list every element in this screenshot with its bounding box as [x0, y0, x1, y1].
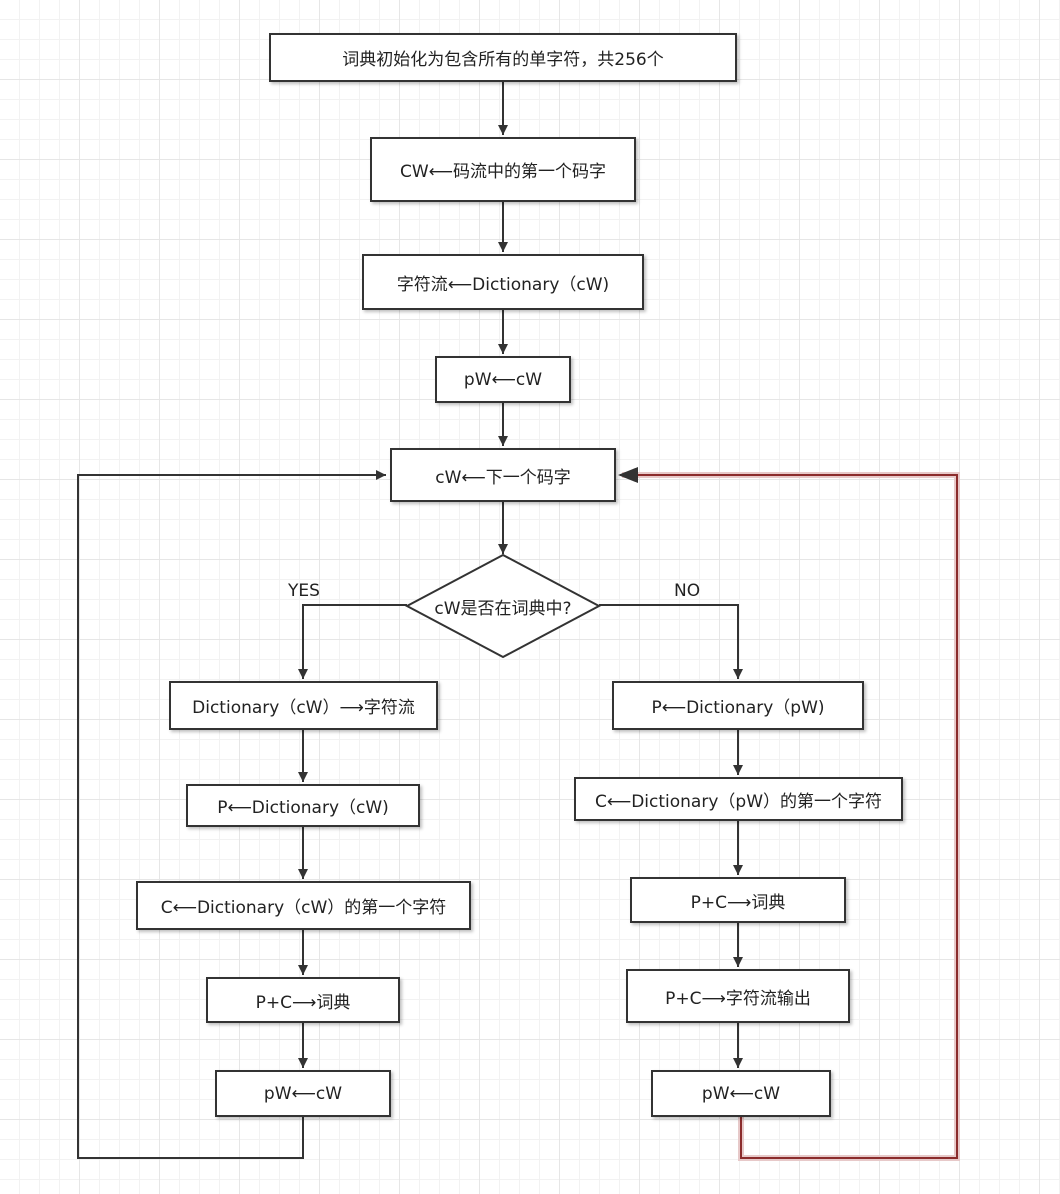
yes-p-assign-box: P⟵Dictionary（cW) — [186, 784, 420, 827]
arrow-decision-no — [599, 604, 743, 679]
no-p-assign-box: P⟵Dictionary（pW) — [612, 681, 864, 730]
decision-text: cW是否在词典中? — [434, 598, 572, 619]
yes-c-assign-text: C⟵Dictionary（cW）的第一个字符 — [160, 898, 447, 918]
yes-output-stream-text: Dictionary（cW）⟶字符流 — [192, 698, 415, 718]
no-c-assign-box: C⟵Dictionary（pW）的第一个字符 — [574, 777, 903, 821]
init-dictionary-box: 词典初始化为包含所有的单字符，共256个 — [269, 33, 737, 82]
no-output-stream-box: P+C⟶字符流输出 — [626, 969, 850, 1023]
decision-diamond — [404, 553, 602, 659]
char-stream-text: 字符流⟵Dictionary（cW) — [396, 274, 610, 295]
yes-pw-assign-box: pW⟵cW — [215, 1070, 391, 1117]
yes-pw-assign-text: pW⟵cW — [263, 1083, 343, 1104]
no-c-assign-text: C⟵Dictionary（pW）的第一个字符 — [594, 791, 883, 812]
no-label: NO — [674, 581, 701, 601]
first-code-box: CW⟵码流中的第一个码字 — [370, 137, 636, 202]
init-dictionary-text: 词典初始化为包含所有的单字符，共256个 — [342, 50, 664, 70]
no-add-dict-text: P+C⟶词典 — [690, 892, 786, 913]
yes-add-dict-box: P+C⟶词典 — [206, 977, 400, 1023]
no-pw-assign-text: pW⟵cW — [701, 1083, 781, 1104]
next-code-text: cW⟵下一个码字 — [435, 467, 571, 488]
loop-back-no — [620, 474, 958, 1159]
yes-label: YES — [288, 581, 320, 601]
next-code-box: cW⟵下一个码字 — [390, 448, 616, 502]
arrow-decision-yes — [298, 604, 407, 679]
yes-c-assign-box: C⟵Dictionary（cW）的第一个字符 — [136, 881, 471, 930]
no-p-assign-text: P⟵Dictionary（pW) — [651, 698, 825, 718]
pw-assign-box: pW⟵cW — [435, 356, 571, 403]
no-add-dict-box: P+C⟶词典 — [630, 877, 846, 923]
no-output-stream-text: P+C⟶字符流输出 — [665, 988, 811, 1009]
char-stream-box: 字符流⟵Dictionary（cW) — [362, 254, 644, 310]
pw-assign-text: pW⟵cW — [463, 369, 543, 390]
yes-add-dict-text: P+C⟶词典 — [255, 992, 351, 1013]
first-code-text: CW⟵码流中的第一个码字 — [399, 162, 607, 182]
no-pw-assign-box: pW⟵cW — [651, 1070, 831, 1117]
yes-output-stream-box: Dictionary（cW）⟶字符流 — [169, 681, 438, 730]
yes-p-assign-text: P⟵Dictionary（cW) — [217, 798, 389, 818]
loop-back-no-arrowhead — [618, 467, 638, 483]
loop-back-yes — [77, 470, 386, 1159]
